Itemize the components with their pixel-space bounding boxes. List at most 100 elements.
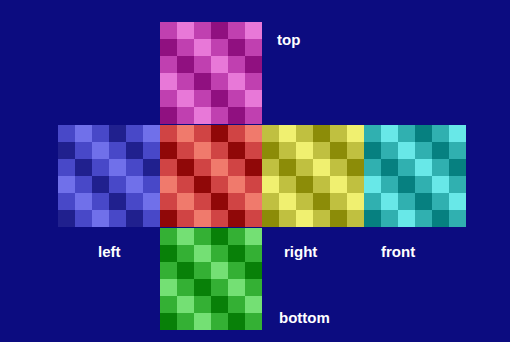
face-cell bbox=[126, 176, 143, 193]
face-cell bbox=[160, 90, 177, 107]
face-cell bbox=[313, 125, 330, 142]
face-cell bbox=[211, 228, 228, 245]
face-label: front bbox=[381, 243, 415, 261]
face-cell bbox=[143, 210, 160, 227]
face-cell bbox=[75, 210, 92, 227]
bottom-face bbox=[160, 228, 262, 330]
face-cell bbox=[228, 39, 245, 56]
face-cell bbox=[109, 210, 126, 227]
face-cell bbox=[245, 39, 262, 56]
face-cell bbox=[177, 279, 194, 296]
face-cell bbox=[245, 262, 262, 279]
face-cell bbox=[228, 125, 245, 142]
face-cell bbox=[228, 22, 245, 39]
face-cell bbox=[330, 159, 347, 176]
face-cell bbox=[160, 125, 177, 142]
face-cell bbox=[75, 125, 92, 142]
face-cell bbox=[177, 56, 194, 73]
face-cell bbox=[160, 245, 177, 262]
face-cell bbox=[177, 73, 194, 90]
face-cell bbox=[58, 125, 75, 142]
face-cell bbox=[211, 193, 228, 210]
face-cell bbox=[92, 176, 109, 193]
face-cell bbox=[160, 142, 177, 159]
face-cell bbox=[160, 193, 177, 210]
face-cell bbox=[194, 176, 211, 193]
face-cell bbox=[143, 159, 160, 176]
face-cell bbox=[262, 142, 279, 159]
face-cell bbox=[211, 125, 228, 142]
face-cell bbox=[245, 107, 262, 124]
face-cell bbox=[194, 90, 211, 107]
face-cell bbox=[449, 142, 466, 159]
face-cell bbox=[228, 176, 245, 193]
face-cell bbox=[228, 193, 245, 210]
face-cell bbox=[364, 193, 381, 210]
face-cell bbox=[415, 210, 432, 227]
face-cell bbox=[432, 176, 449, 193]
face-cell bbox=[330, 142, 347, 159]
face-cell bbox=[228, 245, 245, 262]
face-cell bbox=[194, 210, 211, 227]
face-cell bbox=[58, 176, 75, 193]
face-cell bbox=[279, 159, 296, 176]
face-cell bbox=[398, 176, 415, 193]
face-cell bbox=[228, 262, 245, 279]
face-cell bbox=[160, 313, 177, 330]
face-cell bbox=[58, 193, 75, 210]
face-cell bbox=[126, 210, 143, 227]
face-cell bbox=[262, 125, 279, 142]
face-cell bbox=[194, 125, 211, 142]
face-cell bbox=[449, 193, 466, 210]
face-cell bbox=[126, 193, 143, 210]
face-cell bbox=[398, 159, 415, 176]
face-cell bbox=[296, 176, 313, 193]
face-cell bbox=[228, 228, 245, 245]
face-cell bbox=[364, 159, 381, 176]
face-cell bbox=[126, 159, 143, 176]
face-cell bbox=[347, 176, 364, 193]
face-cell bbox=[313, 193, 330, 210]
face-cell bbox=[194, 262, 211, 279]
face-cell bbox=[177, 296, 194, 313]
face-cell bbox=[245, 176, 262, 193]
face-cell bbox=[177, 210, 194, 227]
face-cell bbox=[194, 313, 211, 330]
face-cell bbox=[245, 313, 262, 330]
face-cell bbox=[211, 73, 228, 90]
face-cell bbox=[313, 159, 330, 176]
face-cell bbox=[347, 193, 364, 210]
face-cell bbox=[228, 73, 245, 90]
face-cell bbox=[279, 193, 296, 210]
face-cell bbox=[449, 210, 466, 227]
right-face bbox=[262, 125, 364, 227]
face-cell bbox=[109, 159, 126, 176]
face-cell bbox=[177, 22, 194, 39]
face-cell bbox=[245, 142, 262, 159]
face-cell bbox=[364, 142, 381, 159]
face-cell bbox=[296, 142, 313, 159]
face-cell bbox=[262, 159, 279, 176]
face-cell bbox=[449, 159, 466, 176]
face-cell bbox=[211, 56, 228, 73]
face-cell bbox=[228, 279, 245, 296]
face-cell bbox=[211, 22, 228, 39]
face-cell bbox=[262, 176, 279, 193]
face-cell bbox=[245, 159, 262, 176]
face-cell bbox=[143, 125, 160, 142]
face-cell bbox=[160, 262, 177, 279]
face-cell bbox=[228, 56, 245, 73]
face-cell bbox=[364, 125, 381, 142]
face-cell bbox=[381, 193, 398, 210]
face-cell bbox=[381, 142, 398, 159]
face-cell bbox=[381, 176, 398, 193]
face-cell bbox=[296, 210, 313, 227]
face-cell bbox=[160, 56, 177, 73]
face-cell bbox=[262, 210, 279, 227]
face-cell bbox=[398, 125, 415, 142]
face-cell bbox=[228, 210, 245, 227]
face-cell bbox=[364, 210, 381, 227]
face-cell bbox=[109, 142, 126, 159]
face-cell bbox=[381, 210, 398, 227]
